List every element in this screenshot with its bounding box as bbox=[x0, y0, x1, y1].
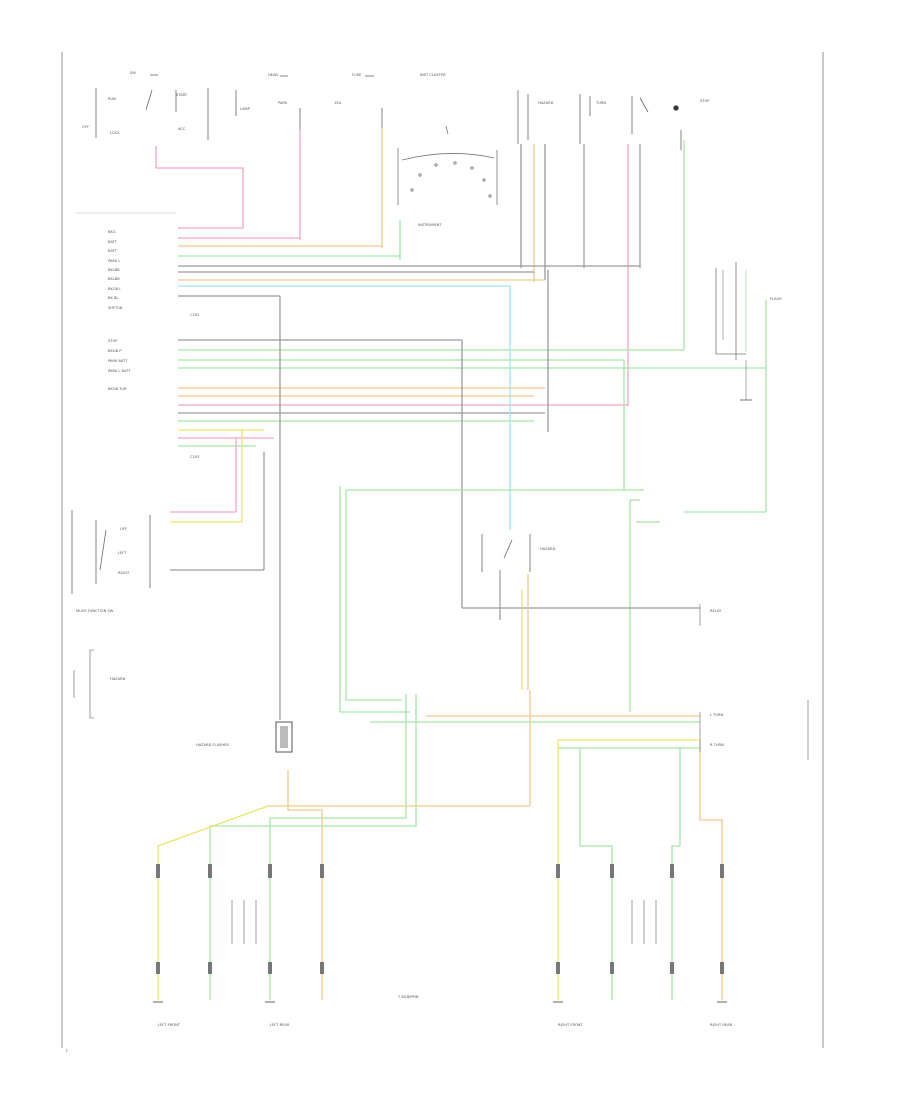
pin-label-8: BK BL bbox=[108, 296, 118, 300]
center-note: T BILBIPPIN bbox=[397, 995, 419, 999]
svg-text:HAZARD: HAZARD bbox=[540, 547, 556, 551]
left-mid-wires bbox=[170, 430, 265, 571]
pin-label-13: PARK L BATT bbox=[108, 369, 131, 373]
bottom-labels: LEFT FRONT LEFT REAR RIGHT FRONT RIGHT R… bbox=[66, 995, 733, 1053]
svg-text:L TURN: L TURN bbox=[710, 713, 723, 717]
center-wires bbox=[462, 574, 700, 690]
svg-text:ACC: ACC bbox=[178, 127, 186, 131]
svg-text:INSTRUMENT: INSTRUMENT bbox=[418, 223, 442, 227]
svg-text:HAZARD: HAZARD bbox=[538, 101, 554, 105]
multifunction-switch: OFF LEFT RIGHT MULTI FUNCTION SW bbox=[71, 510, 151, 613]
svg-text:START: START bbox=[176, 93, 188, 97]
pin-label-4: PARK L bbox=[108, 259, 120, 263]
top-wire-drops bbox=[155, 128, 685, 406]
svg-text:LEFT REAR: LEFT REAR bbox=[270, 1023, 290, 1027]
svg-text:LOCK: LOCK bbox=[110, 131, 120, 135]
lamp-connectors bbox=[156, 864, 724, 974]
headlamp-switch bbox=[235, 75, 301, 132]
svg-text:STOP: STOP bbox=[700, 99, 710, 103]
pin-label-3: BATT bbox=[108, 249, 118, 253]
flasher-module: HAZARD FLASHER bbox=[196, 721, 293, 753]
pin-label-6: BKLBB bbox=[108, 277, 120, 281]
vertical-wires bbox=[279, 270, 767, 720]
connector-c203-label: C203 bbox=[190, 455, 199, 459]
top-right-switches bbox=[517, 90, 682, 150]
center-switch: HAZARD bbox=[481, 534, 556, 610]
svg-text:OFF: OFF bbox=[82, 125, 89, 129]
svg-text:HAZARD FLASHER: HAZARD FLASHER bbox=[196, 743, 229, 747]
svg-text:HEAD: HEAD bbox=[268, 73, 278, 77]
page-marker: F bbox=[66, 1049, 68, 1053]
ignition-switch bbox=[95, 74, 209, 140]
svg-text:FLASH: FLASH bbox=[770, 297, 782, 301]
pin-label-1: BKG bbox=[108, 230, 116, 234]
svg-text:LEFT FRONT: LEFT FRONT bbox=[158, 1023, 181, 1027]
svg-text:OFF: OFF bbox=[120, 527, 127, 531]
svg-text:LAMP: LAMP bbox=[240, 107, 251, 111]
svg-text:RIGHT FRONT: RIGHT FRONT bbox=[558, 1023, 583, 1027]
svg-text:RUN: RUN bbox=[108, 97, 116, 101]
connector-c202-label: C202 bbox=[190, 313, 199, 317]
svg-text:INST CLUSTER: INST CLUSTER bbox=[420, 73, 446, 77]
lamp-sockets bbox=[157, 860, 723, 1000]
ground-bus bbox=[157, 690, 723, 860]
instrument-cluster-dial bbox=[397, 125, 498, 205]
svg-text:RIGHT: RIGHT bbox=[118, 571, 130, 575]
connector-wires bbox=[178, 227, 766, 447]
svg-text:HAZARD: HAZARD bbox=[110, 677, 126, 681]
svg-text:PARK: PARK bbox=[278, 101, 288, 105]
pin-label-5: BKLBB bbox=[108, 268, 120, 272]
svg-text:RELAY: RELAY bbox=[710, 609, 722, 613]
svg-text:MULTI FUNCTION SW: MULTI FUNCTION SW bbox=[76, 609, 114, 613]
fuse-block bbox=[365, 75, 383, 134]
svg-text:TURN: TURN bbox=[595, 101, 606, 105]
pin-label-11: BKGB P bbox=[108, 349, 122, 353]
svg-text:LEFT: LEFT bbox=[118, 551, 127, 555]
diagram-frame bbox=[61, 52, 824, 1048]
top-labels: SW RUN START OFF LOCK ACC HEAD LAMP PARK… bbox=[82, 71, 710, 227]
right-relay: FLASH bbox=[715, 262, 782, 401]
hazard-bracket: HAZARD bbox=[73, 649, 126, 719]
svg-text:SW: SW bbox=[130, 71, 136, 75]
pin-label-9: SHFTGB bbox=[108, 306, 123, 310]
green-bus bbox=[339, 486, 766, 723]
left-pin-labels: BKG BATT BATT PARK L BKLBB BKLBB BKGB L … bbox=[108, 230, 199, 459]
svg-text:15A: 15A bbox=[334, 101, 342, 105]
pin-label-2: BATT bbox=[108, 240, 118, 244]
right-connector: RELAY L TURN R TURN bbox=[699, 604, 809, 760]
pin-label-7: BKGB L bbox=[108, 287, 121, 291]
pin-label-12: PARK BATT bbox=[108, 359, 128, 363]
pin-label-10: STOP bbox=[108, 339, 118, 343]
svg-text:FUSE: FUSE bbox=[352, 73, 362, 77]
svg-text:RIGHT REAR: RIGHT REAR bbox=[710, 1023, 733, 1027]
svg-text:R TURN: R TURN bbox=[710, 743, 724, 747]
lamp-bulbs bbox=[231, 900, 657, 944]
pin-label-14: BKGB TUR bbox=[108, 387, 127, 391]
